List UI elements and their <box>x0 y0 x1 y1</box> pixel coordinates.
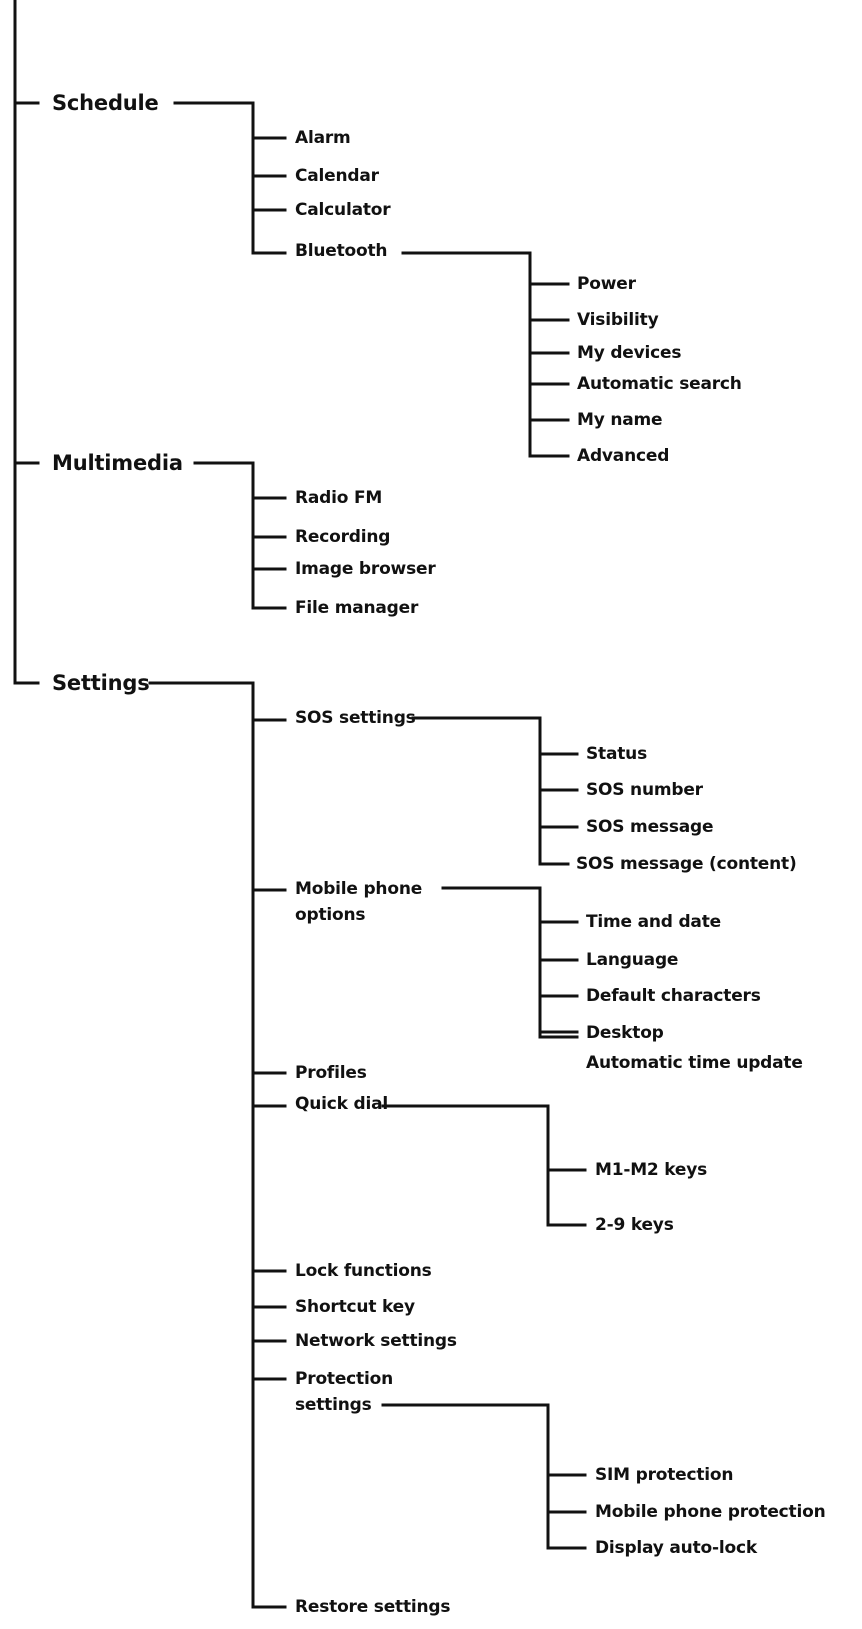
node-my-devices: My devices <box>577 343 682 363</box>
node-power: Power <box>577 274 636 294</box>
quick-dial-branch-line <box>381 1104 550 1227</box>
protection-branch-line <box>381 1403 550 1550</box>
node-shortcut-key: Shortcut key <box>295 1297 415 1317</box>
node-mobile-phone-options-line2: options <box>295 905 366 925</box>
node-sos-number: SOS number <box>586 780 703 800</box>
node-protection-settings-line1: Protection <box>295 1369 393 1389</box>
node-automatic-time-update: Automatic time update <box>586 1053 803 1073</box>
node-m1-m2-keys: M1-M2 keys <box>595 1160 708 1180</box>
node-protection-settings-line2: settings <box>295 1395 372 1415</box>
node-my-name: My name <box>577 410 663 430</box>
node-visibility: Visibility <box>577 310 659 330</box>
node-sim-protection: SIM protection <box>595 1465 734 1485</box>
node-network-settings: Network settings <box>295 1331 457 1351</box>
node-display-auto-lock: Display auto-lock <box>595 1538 757 1558</box>
node-bluetooth: Bluetooth <box>295 241 388 261</box>
node-mobile-phone-options-line1: Mobile phone <box>295 879 423 899</box>
node-sos-message: SOS message <box>586 817 714 837</box>
node-calendar: Calendar <box>295 166 379 186</box>
node-settings: Settings <box>52 671 150 695</box>
node-2-9-keys: 2-9 keys <box>595 1215 674 1235</box>
node-automatic-search: Automatic search <box>577 374 742 394</box>
schedule-branch-line <box>173 101 255 255</box>
node-sos-settings: SOS settings <box>295 708 416 728</box>
node-recording: Recording <box>295 527 391 547</box>
node-alarm: Alarm <box>295 128 351 148</box>
node-restore-settings: Restore settings <box>295 1597 451 1617</box>
node-default-characters: Default characters <box>586 986 761 1006</box>
node-schedule: Schedule <box>52 91 159 115</box>
settings-branch-line <box>148 681 255 1609</box>
node-desktop: Desktop <box>586 1023 664 1043</box>
mobile-options-branch-line <box>441 886 542 1039</box>
node-file-manager: File manager <box>295 598 419 618</box>
sos-branch-line <box>411 716 542 866</box>
node-time-and-date: Time and date <box>586 912 721 932</box>
node-calculator: Calculator <box>295 200 391 220</box>
node-profiles: Profiles <box>295 1063 367 1083</box>
node-radio-fm: Radio FM <box>295 488 383 508</box>
node-language: Language <box>586 950 679 970</box>
node-lock-functions: Lock functions <box>295 1261 432 1281</box>
node-status: Status <box>586 744 647 764</box>
node-mobile-phone-protection: Mobile phone protection <box>595 1502 826 1522</box>
node-image-browser: Image browser <box>295 559 436 579</box>
node-quick-dial: Quick dial <box>295 1094 388 1114</box>
multimedia-branch-line <box>193 461 255 610</box>
node-multimedia: Multimedia <box>52 451 183 475</box>
node-advanced: Advanced <box>577 446 670 466</box>
node-sos-message-content: SOS message (content) <box>576 854 797 874</box>
bluetooth-branch-line <box>401 251 532 458</box>
